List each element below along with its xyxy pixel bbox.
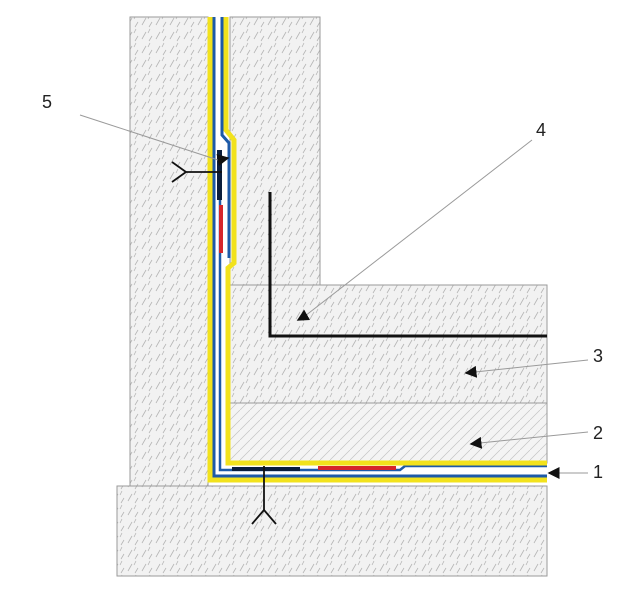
callout-2: 2 bbox=[593, 423, 603, 443]
membrane-system bbox=[207, 17, 547, 483]
base-fastener bbox=[251, 466, 277, 525]
callout-3: 3 bbox=[593, 346, 603, 366]
wall-fastener bbox=[171, 161, 222, 183]
callout-5: 5 bbox=[42, 92, 52, 112]
layer-3-concrete bbox=[229, 284, 548, 404]
callout-1: 1 bbox=[593, 462, 603, 482]
callout-4: 4 bbox=[536, 120, 546, 140]
inner-wall bbox=[229, 16, 321, 286]
layer-2-screed bbox=[229, 402, 548, 464]
base-slab bbox=[116, 485, 548, 577]
rebar-anchor bbox=[268, 192, 547, 338]
callout-leaders bbox=[79, 114, 589, 479]
outer-wall bbox=[129, 16, 209, 487]
